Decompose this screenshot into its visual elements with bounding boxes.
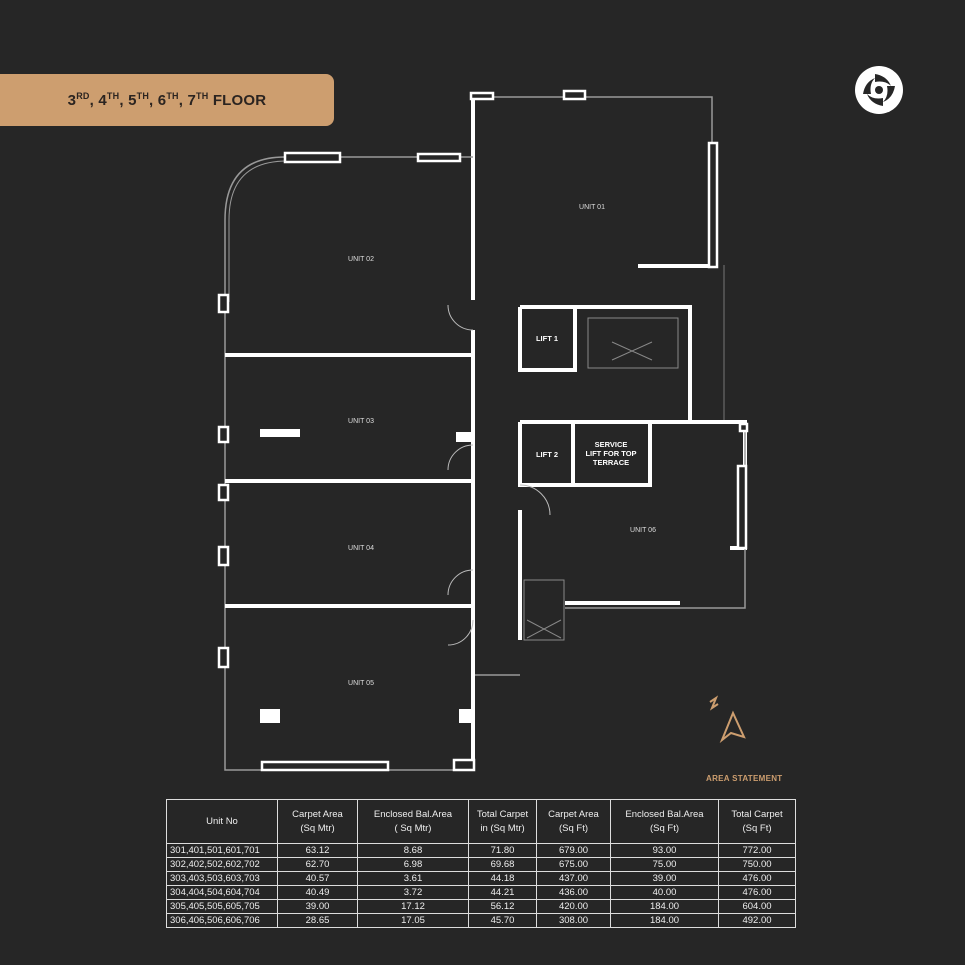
area-cell: 75.00 [610, 857, 719, 872]
floor-banner: 3RD, 4TH, 5TH, 6TH, 7TH FLOOR [0, 74, 334, 126]
area-cell: 69.68 [468, 857, 537, 872]
windows [217, 89, 749, 772]
area-cell: 40.00 [610, 885, 719, 900]
unit-06-label: UNIT 06 [630, 527, 656, 534]
unit-no-cell: 306,406,506,606,706 [166, 913, 278, 928]
lift-2-label: LIFT 2 [536, 450, 558, 459]
column-header: Total Carpet(Sq Ft) [718, 799, 796, 844]
area-cell: 184.00 [610, 899, 719, 914]
unit-no-cell: 303,403,503,603,703 [166, 871, 278, 886]
area-cell: 492.00 [718, 913, 796, 928]
column-header: Enclosed Bal.Area(Sq Ft) [610, 799, 719, 844]
area-cell: 772.00 [718, 843, 796, 858]
area-cell: 476.00 [718, 871, 796, 886]
area-cell: 6.98 [357, 857, 469, 872]
area-cell: 750.00 [718, 857, 796, 872]
area-cell: 437.00 [536, 871, 611, 886]
floor-title: 3RD, 4TH, 5TH, 6TH, 7TH FLOOR [67, 91, 267, 109]
column-header: Carpet Area(Sq Ft) [536, 799, 611, 844]
area-cell: 63.12 [277, 843, 358, 858]
area-cell: 71.80 [468, 843, 537, 858]
column-header: Unit No [166, 799, 278, 844]
doors [447, 304, 679, 646]
unit-03-label: UNIT 03 [348, 418, 374, 425]
area-cell: 184.00 [610, 913, 719, 928]
area-cell: 436.00 [536, 885, 611, 900]
area-cell: 44.21 [468, 885, 537, 900]
area-cell: 93.00 [610, 843, 719, 858]
unit-02-label: UNIT 02 [348, 256, 374, 263]
unit-05-label: UNIT 05 [348, 680, 374, 687]
area-cell: 28.65 [277, 913, 358, 928]
area-cell: 420.00 [536, 899, 611, 914]
area-cell: 62.70 [277, 857, 358, 872]
rosette-logo [855, 66, 903, 114]
unit-no-cell: 304,404,504,604,704 [166, 885, 278, 900]
area-cell: 679.00 [536, 843, 611, 858]
unit-no-cell: 302,402,502,602,702 [166, 857, 278, 872]
service-lift-label-3: TERRACE [593, 458, 629, 467]
lift-1-label: LIFT 1 [536, 334, 558, 343]
walls [224, 96, 747, 771]
area-cell: 3.61 [357, 871, 469, 886]
area-cell: 39.00 [277, 899, 358, 914]
unit-04-label: UNIT 04 [348, 545, 374, 552]
service-lift-label-2: LIFT FOR TOP [585, 449, 636, 458]
area-cell: 17.05 [357, 913, 469, 928]
unit-01-label: UNIT 01 [579, 204, 605, 211]
area-cell: 40.49 [277, 885, 358, 900]
column-header: Enclosed Bal.Area( Sq Mtr) [357, 799, 469, 844]
area-cell: 8.68 [357, 843, 469, 858]
unit-no-cell: 301,401,501,601,701 [166, 843, 278, 858]
area-cell: 40.57 [277, 871, 358, 886]
column-header: Carpet Area(Sq Mtr) [277, 799, 358, 844]
area-cell: 3.72 [357, 885, 469, 900]
area-cell: 17.12 [357, 899, 469, 914]
area-cell: 44.18 [468, 871, 537, 886]
unit-no-cell: 305,405,505,605,705 [166, 899, 278, 914]
area-cell: 604.00 [718, 899, 796, 914]
service-lift-label-1: SERVICE [595, 440, 628, 449]
area-cell: 45.70 [468, 913, 537, 928]
columns [260, 429, 472, 723]
area-statement-title: AREA STATEMENT [706, 774, 783, 783]
area-cell: 56.12 [468, 899, 537, 914]
area-cell: 675.00 [536, 857, 611, 872]
area-cell: 308.00 [536, 913, 611, 928]
area-cell: 476.00 [718, 885, 796, 900]
area-cell: 39.00 [610, 871, 719, 886]
north-arrow-icon [709, 695, 746, 744]
